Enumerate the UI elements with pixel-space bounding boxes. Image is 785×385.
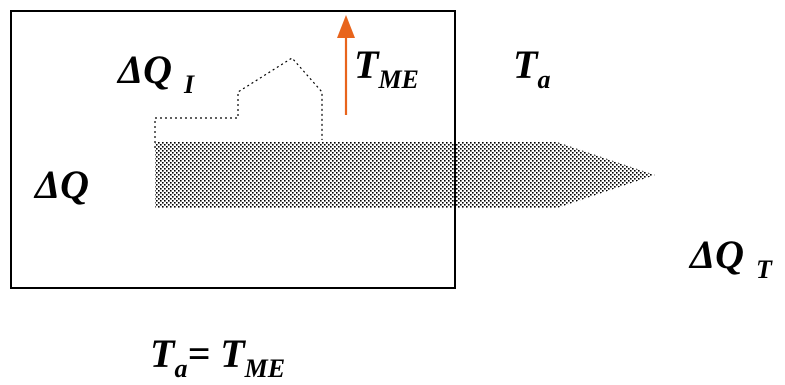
t-me-arrow: [337, 15, 355, 115]
delta-q-i-dotted-outline: [154, 57, 323, 148]
delta-q-label: ΔQ: [33, 162, 89, 207]
equilibrium-equation: Ta=TME: [150, 331, 285, 383]
t-me-label: TME: [354, 42, 419, 94]
t-a-label: Ta: [513, 42, 550, 94]
delta-q-t-heat-flow-arrow: [155, 142, 655, 208]
